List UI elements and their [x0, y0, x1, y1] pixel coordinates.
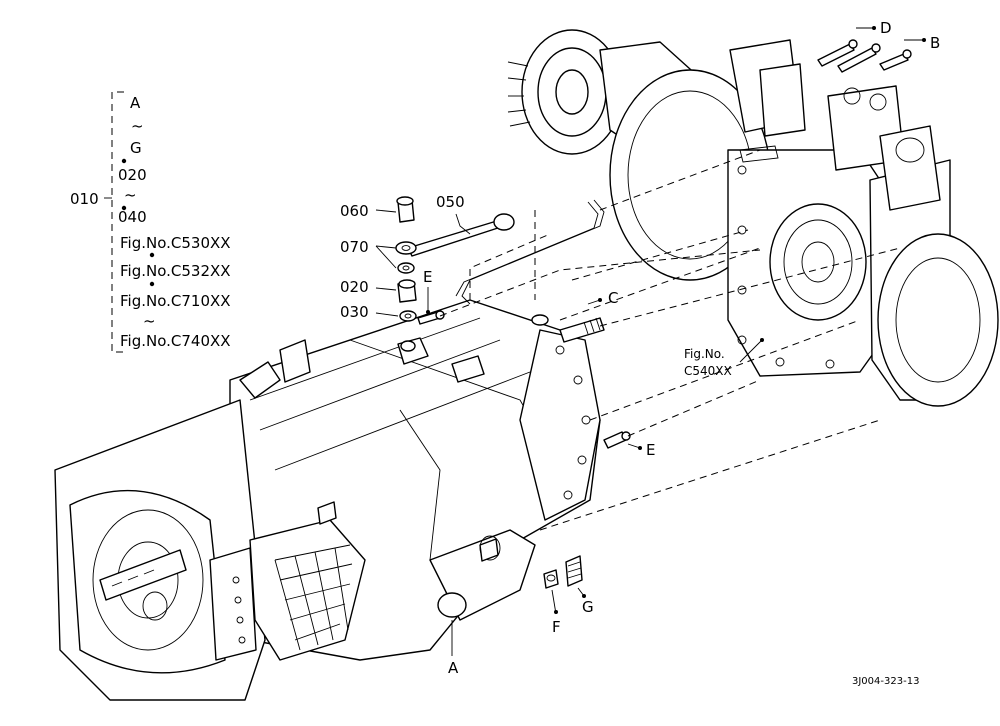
callout-020: 020: [340, 278, 369, 296]
alignment-lines: [439, 149, 901, 531]
legend-tilde-3: ~: [143, 312, 156, 330]
drawing-code: 3J004-323-13: [852, 676, 919, 687]
legend-tilde-1: ~: [131, 117, 144, 135]
fitting-stack: [395, 196, 631, 589]
callout-070: 070: [340, 238, 369, 256]
legend-fig-c740: Fig.No.C740XX: [120, 332, 231, 350]
legend-fig-c532: Fig.No.C532XX: [120, 262, 231, 280]
callout-d: D: [880, 19, 892, 37]
callout-labels: 060 050 070 020 030 E C D B E A F G: [340, 19, 940, 677]
legend-code-g: G: [130, 139, 142, 157]
callout-e-upper: E: [423, 268, 432, 286]
callout-c: C: [608, 289, 618, 307]
legend-code-020: 020: [118, 166, 147, 184]
callout-b: B: [930, 34, 940, 52]
legend-code-040: 040: [118, 208, 147, 226]
legend-code-010: 010: [70, 190, 99, 208]
callout-030: 030: [340, 303, 369, 321]
legend-code-a: A: [130, 94, 141, 112]
oil-pipe-050: [407, 199, 605, 305]
callout-ref-c540: C540XX: [684, 364, 732, 378]
callout-060: 060: [340, 202, 369, 220]
bolt-group-d-b: [817, 39, 912, 73]
callout-e-lower: E: [646, 441, 655, 459]
legend-bracket: A ~ G 020 ~ 040 010 Fig.No.C530XX Fig.No…: [70, 91, 231, 353]
callout-050: 050: [436, 193, 465, 211]
callout-g: G: [582, 598, 594, 616]
callout-a: A: [448, 659, 459, 677]
rear-axle-housing-drawing: [507, 29, 999, 407]
legend-fig-c710: Fig.No.C710XX: [120, 292, 231, 310]
callout-ref-fig: Fig.No.: [684, 347, 725, 361]
transmission-case-drawing: [54, 299, 605, 701]
legend-tilde-2: ~: [124, 186, 137, 204]
callout-f: F: [552, 618, 561, 636]
legend-fig-c530: Fig.No.C530XX: [120, 234, 231, 252]
